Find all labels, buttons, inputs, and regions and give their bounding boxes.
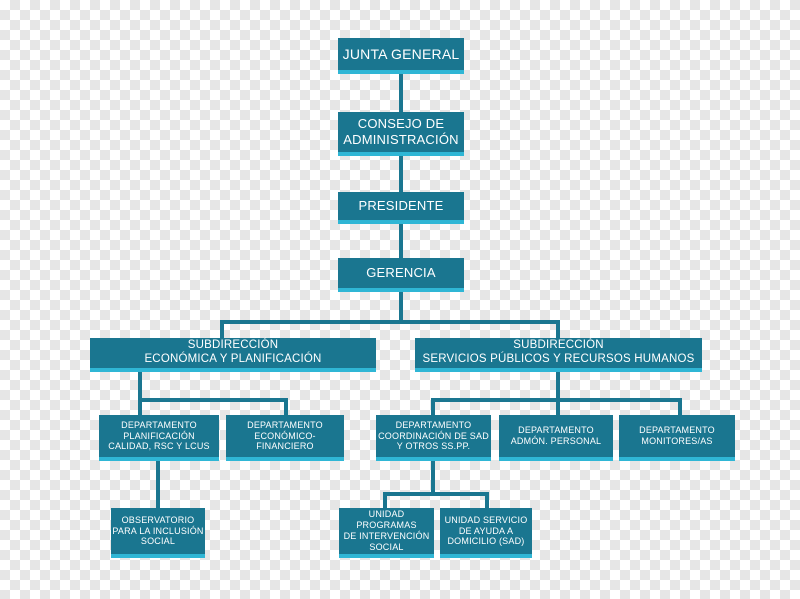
node-subdireccion-servicios: SUBDIRECCIÓN SERVICIOS PÚBLICOS Y RECURS… [415,338,702,368]
node-shadow [90,368,376,372]
node-unidad-programas: UNIDAD PROGRAMAS DE INTERVENCIÓN SOCIAL [339,508,434,554]
node-dep-admon-personal: DEPARTAMENTO ADMÓN. PERSONAL [499,415,613,457]
node-gerencia: GERENCIA [338,258,464,288]
node-shadow [99,457,219,461]
node-shadow [619,457,735,461]
node-unidad-servicio-sad: UNIDAD SERVICIO DE AYUDA A DOMICILIO (SA… [440,508,532,554]
node-dep-coordinacion-sad: DEPARTAMENTO COORDINACIÓN DE SAD Y OTROS… [376,415,491,457]
node-dep-economico-financiero: DEPARTAMENTO ECONÓMICO-FINANCIERO [226,415,344,457]
node-shadow [339,554,434,558]
node-shadow [111,554,205,558]
node-shadow [440,554,532,558]
node-shadow [226,457,344,461]
node-dep-planificacion: DEPARTAMENTO PLANIFICACIÓN CALIDAD, RSC … [99,415,219,457]
node-shadow [499,457,613,461]
node-observatorio-inclusion: OBSERVATORIO PARA LA INCLUSIÓN SOCIAL [111,508,205,554]
node-consejo-administracion: CONSEJO DE ADMINISTRACIÓN [338,112,464,152]
node-dep-monitores: DEPARTAMENTO MONITORES/AS [619,415,735,457]
node-junta-general: JUNTA GENERAL [338,38,464,70]
node-shadow [338,220,464,224]
node-presidente: PRESIDENTE [338,192,464,220]
node-subdireccion-economica: SUBDIRECCIÓN ECONÓMICA Y PLANIFICACIÓN [90,338,376,368]
node-shadow [415,368,702,372]
node-shadow [338,288,464,292]
node-shadow [338,70,464,74]
node-shadow [338,152,464,156]
node-shadow [376,457,491,461]
